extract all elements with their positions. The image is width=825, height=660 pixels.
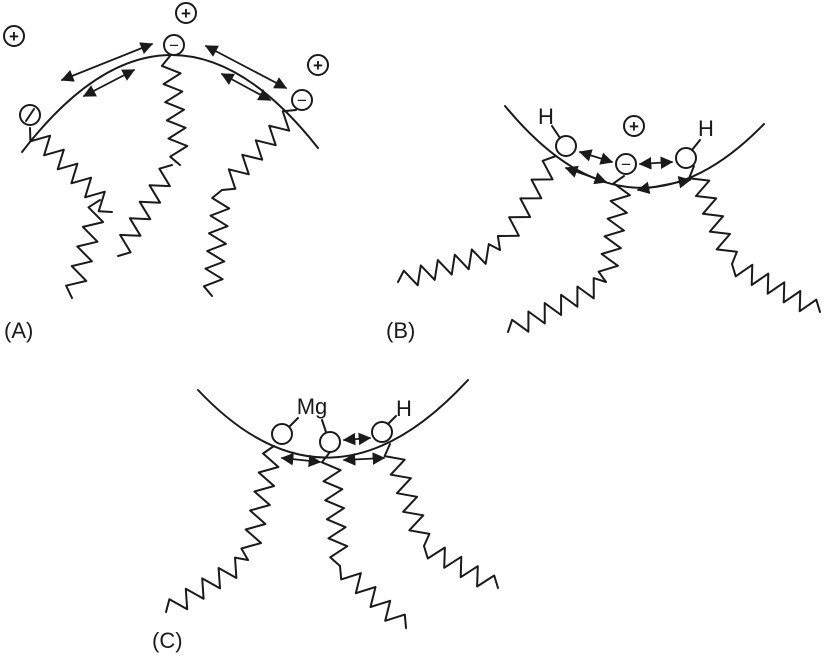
hydrogen-label: H <box>698 116 714 141</box>
headgroup-a-right: − <box>291 89 313 111</box>
magnesium-label: Mg <box>297 394 328 419</box>
plus-sign: + <box>181 4 191 23</box>
lipid-tail-a-3-chain-2 <box>202 189 231 297</box>
lipid-tail-c-3-chain-2 <box>423 545 499 589</box>
minus-sign: − <box>621 155 631 174</box>
panel-b: H − H + (B) <box>386 104 821 343</box>
cation-a-top: + <box>175 2 197 24</box>
membrane-curve-b <box>504 105 765 189</box>
interaction-arrow <box>342 432 372 446</box>
lipid-tail-c-3-chain-1 <box>383 443 431 547</box>
panel-c: Mg H (C) <box>152 379 499 653</box>
headgroup-a-center: − <box>163 34 185 56</box>
interaction-arrow <box>60 42 154 82</box>
lipid-tail-b-1-chain-2 <box>397 243 501 287</box>
membrane-curve-c <box>197 379 469 459</box>
interaction-arrow <box>280 452 322 468</box>
interaction-arrow <box>342 452 386 466</box>
lipid-tail-c-2-chain-1 <box>320 451 349 567</box>
lipid-tail-c-1-chain-2 <box>165 556 249 613</box>
cation-a-right: + <box>307 54 329 76</box>
plus-sign: + <box>313 56 323 75</box>
plus-sign: + <box>9 27 19 46</box>
lipid-tail-c-2-chain-2 <box>339 565 407 629</box>
lipid-tail-a-1-chain-1 <box>29 127 113 213</box>
interaction-arrow <box>204 45 288 89</box>
cation-b: + <box>623 115 645 137</box>
minus-sign: − <box>297 91 307 110</box>
panel-a: − − + + + (A) <box>3 2 329 343</box>
lipid-tail-a-2-chain-2 <box>117 164 173 257</box>
lipid-tail-a-2-chain-1 <box>160 55 189 166</box>
lipid-tail-b-2-chain-2 <box>507 277 607 333</box>
hydrogen-label: H <box>538 104 554 129</box>
interaction-arrow <box>638 156 674 170</box>
headgroup-a-left <box>19 104 41 126</box>
headgroup-c-left: Mg <box>271 394 328 445</box>
interaction-arrow <box>636 175 692 195</box>
panel-label-c: (C) <box>152 628 183 653</box>
headgroup-b-left: H <box>538 104 577 157</box>
interaction-arrow <box>82 69 136 97</box>
lipid-tail-b-3-chain-1 <box>688 165 738 265</box>
lipid-tail-b-2-chain-1 <box>597 175 631 283</box>
panel-label-b: (B) <box>386 318 415 343</box>
lipid-tail-b-3-chain-2 <box>731 263 821 313</box>
minus-sign: − <box>169 36 179 55</box>
headgroup-b-center: − <box>615 153 637 175</box>
headgroup-c-center <box>319 419 341 453</box>
headgroup-b-right: H <box>675 116 714 169</box>
panel-label-a: (A) <box>4 318 33 343</box>
lipid-tail-b-1-chain-1 <box>496 155 557 251</box>
headgroup-c-right: H <box>371 396 412 443</box>
cation-a-left: + <box>3 25 25 47</box>
lipid-tail-a-1-chain-2 <box>65 199 105 299</box>
lipid-tail-a-3-chain-1 <box>221 109 297 191</box>
interaction-arrow <box>578 149 614 165</box>
interaction-arrow <box>564 165 608 185</box>
lipid-tail-c-1-chain-1 <box>240 445 280 561</box>
plus-sign: + <box>629 117 639 136</box>
hydrogen-label: H <box>396 396 412 421</box>
interaction-arrow <box>220 73 272 101</box>
